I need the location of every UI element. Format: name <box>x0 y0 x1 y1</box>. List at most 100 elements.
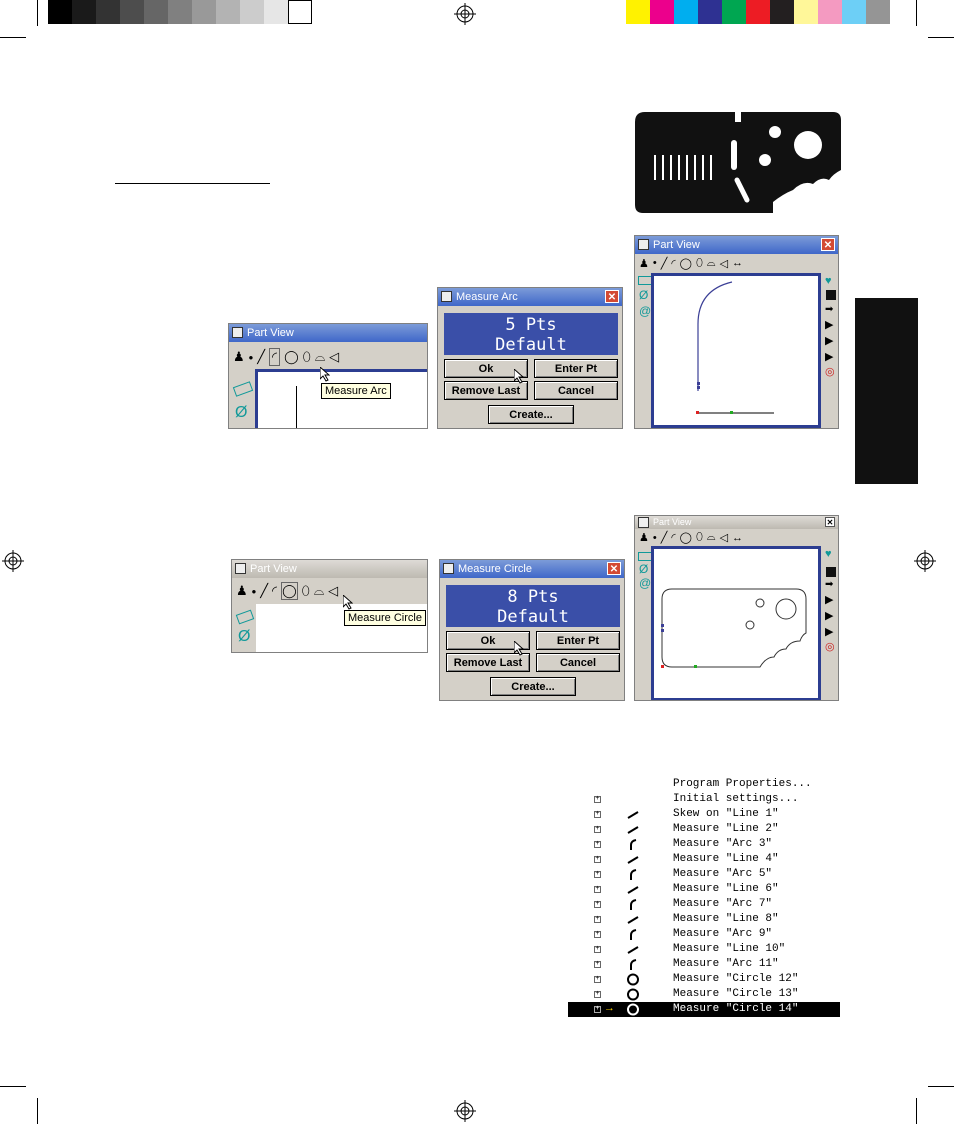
tree-row[interactable]: +Measure "Circle 12" <box>568 972 840 987</box>
tree-row[interactable]: +Measure "Arc 3" <box>568 837 840 852</box>
arc-tool-icon[interactable]: ◜ <box>269 348 281 366</box>
tree-row[interactable]: +→Measure "Circle 14" <box>568 1002 840 1017</box>
target-icon[interactable]: ◎ <box>825 366 835 378</box>
line-tool-icon[interactable]: ╱ <box>660 532 668 544</box>
enter-pt-button[interactable]: Enter Pt <box>536 631 620 650</box>
expand-icon[interactable]: + <box>594 915 601 923</box>
close-icon[interactable]: ✕ <box>825 517 835 527</box>
angle-tool-icon[interactable]: ◁ <box>329 349 340 364</box>
arc-tool-icon[interactable]: ◜ <box>671 257 676 270</box>
part-view-titlebar[interactable]: Part View✕ <box>635 236 838 254</box>
tree-row[interactable]: +Measure "Arc 11" <box>568 957 840 972</box>
expand-icon[interactable]: + <box>594 855 601 863</box>
side-tool-icon[interactable]: Ø <box>639 288 649 302</box>
dialog-titlebar[interactable]: Measure Arc✕ <box>438 288 622 306</box>
arc-tool-icon[interactable]: ◜ <box>671 532 676 544</box>
arrow-tool-icon[interactable]: ➡ <box>825 579 834 590</box>
line-tool-icon[interactable]: ╱ <box>260 583 269 598</box>
side-tool-icon[interactable]: @ <box>639 304 652 318</box>
half-circle-tool-icon[interactable]: ⌓ <box>706 256 716 269</box>
point-icon[interactable]: • <box>251 583 257 599</box>
play-tool-icon[interactable]: ▶ <box>825 319 834 331</box>
expand-icon[interactable]: + <box>594 990 601 998</box>
arrow-tool-icon[interactable]: ➡ <box>825 304 834 315</box>
tree-row[interactable]: +Measure "Circle 13" <box>568 987 840 1002</box>
ok-button[interactable]: Ok <box>444 359 528 378</box>
create-button[interactable]: Create... <box>490 677 576 696</box>
circle-tool-icon[interactable]: ◯ <box>281 582 298 600</box>
circle-tool-icon[interactable]: ◯ <box>679 532 692 544</box>
half-circle-tool-icon[interactable]: ⌓ <box>314 349 326 364</box>
play-tool-icon[interactable]: ▶ <box>825 351 834 363</box>
tree-row[interactable]: Program Properties... <box>568 777 840 792</box>
side-tool-icon[interactable] <box>232 381 254 397</box>
ok-button[interactable]: Ok <box>446 631 530 650</box>
slot-tool-icon[interactable]: ⬯ <box>301 583 310 598</box>
part-canvas[interactable] <box>651 273 821 428</box>
square-tool-icon[interactable] <box>826 290 836 300</box>
circle-tool-icon[interactable]: ◯ <box>284 349 299 364</box>
expand-icon[interactable]: + <box>594 900 601 908</box>
side-tool-icon[interactable] <box>235 609 255 625</box>
angle-tool-icon[interactable]: ◁ <box>719 532 729 544</box>
side-tool-icon[interactable] <box>638 276 652 285</box>
probe-icon[interactable]: ♟ <box>639 532 649 544</box>
distance-tool-icon[interactable]: ↔ <box>732 257 744 269</box>
cancel-button[interactable]: Cancel <box>536 653 620 672</box>
expand-icon[interactable]: + <box>594 810 601 818</box>
tree-row[interactable]: +Measure "Line 2" <box>568 822 840 837</box>
expand-icon[interactable]: + <box>594 1005 601 1013</box>
expand-icon[interactable]: + <box>594 885 601 893</box>
play-tool-icon[interactable]: ▶ <box>825 626 834 638</box>
tree-row[interactable]: +Skew on "Line 1" <box>568 807 840 822</box>
enter-pt-button[interactable]: Enter Pt <box>534 359 618 378</box>
play-tool-icon[interactable]: ▶ <box>825 594 834 606</box>
arc-tool-icon[interactable]: ◜ <box>272 583 278 598</box>
point-icon[interactable]: • <box>248 349 254 365</box>
close-icon[interactable]: ✕ <box>821 238 835 251</box>
probe-icon[interactable]: ♟ <box>233 349 245 364</box>
slot-tool-icon[interactable]: ⬯ <box>695 531 703 543</box>
tree-row[interactable]: +Measure "Line 4" <box>568 852 840 867</box>
expand-icon[interactable]: + <box>594 825 601 833</box>
part-view-titlebar[interactable]: Part View <box>229 324 427 342</box>
side-tool-icon[interactable]: Ø <box>235 404 248 421</box>
probe-icon[interactable]: ♟ <box>236 583 248 598</box>
side-tool-icon[interactable]: Ø <box>639 562 649 576</box>
expand-icon[interactable]: + <box>594 945 601 953</box>
heart-icon[interactable]: ♥ <box>825 275 832 287</box>
part-canvas[interactable] <box>651 546 821 700</box>
half-circle-tool-icon[interactable]: ⌓ <box>706 531 716 543</box>
side-tool-icon[interactable] <box>638 552 652 561</box>
expand-icon[interactable]: + <box>594 975 601 983</box>
tree-row[interactable]: +Measure "Line 10" <box>568 942 840 957</box>
close-icon[interactable]: ✕ <box>605 290 619 303</box>
angle-tool-icon[interactable]: ◁ <box>719 257 729 270</box>
remove-last-button[interactable]: Remove Last <box>444 381 528 400</box>
side-tool-icon[interactable]: @ <box>639 576 652 590</box>
slot-tool-icon[interactable]: ⬯ <box>695 256 703 269</box>
part-view-titlebar[interactable]: Part View <box>232 560 427 578</box>
circle-tool-icon[interactable]: ◯ <box>679 257 692 270</box>
remove-last-button[interactable]: Remove Last <box>446 653 530 672</box>
half-circle-tool-icon[interactable]: ⌓ <box>313 583 325 598</box>
tree-row[interactable]: +Measure "Line 8" <box>568 912 840 927</box>
tree-row[interactable]: +Measure "Arc 5" <box>568 867 840 882</box>
line-tool-icon[interactable]: ╱ <box>660 257 668 270</box>
tree-row[interactable]: +Initial settings... <box>568 792 840 807</box>
cancel-button[interactable]: Cancel <box>534 381 618 400</box>
expand-icon[interactable]: + <box>594 840 601 848</box>
heart-icon[interactable]: ♥ <box>825 548 832 560</box>
create-button[interactable]: Create... <box>488 405 574 424</box>
distance-tool-icon[interactable]: ↔ <box>732 531 744 544</box>
dialog-titlebar[interactable]: Measure Circle✕ <box>440 560 624 578</box>
expand-icon[interactable]: + <box>594 930 601 938</box>
tree-row[interactable]: +Measure "Line 6" <box>568 882 840 897</box>
play-tool-icon[interactable]: ▶ <box>825 610 834 622</box>
part-canvas[interactable] <box>255 369 427 428</box>
target-icon[interactable]: ◎ <box>825 641 835 653</box>
part-view-titlebar[interactable]: Part View✕ <box>635 516 838 529</box>
expand-icon[interactable]: + <box>594 960 601 968</box>
close-icon[interactable]: ✕ <box>607 562 621 575</box>
play-tool-icon[interactable]: ▶ <box>825 335 834 347</box>
